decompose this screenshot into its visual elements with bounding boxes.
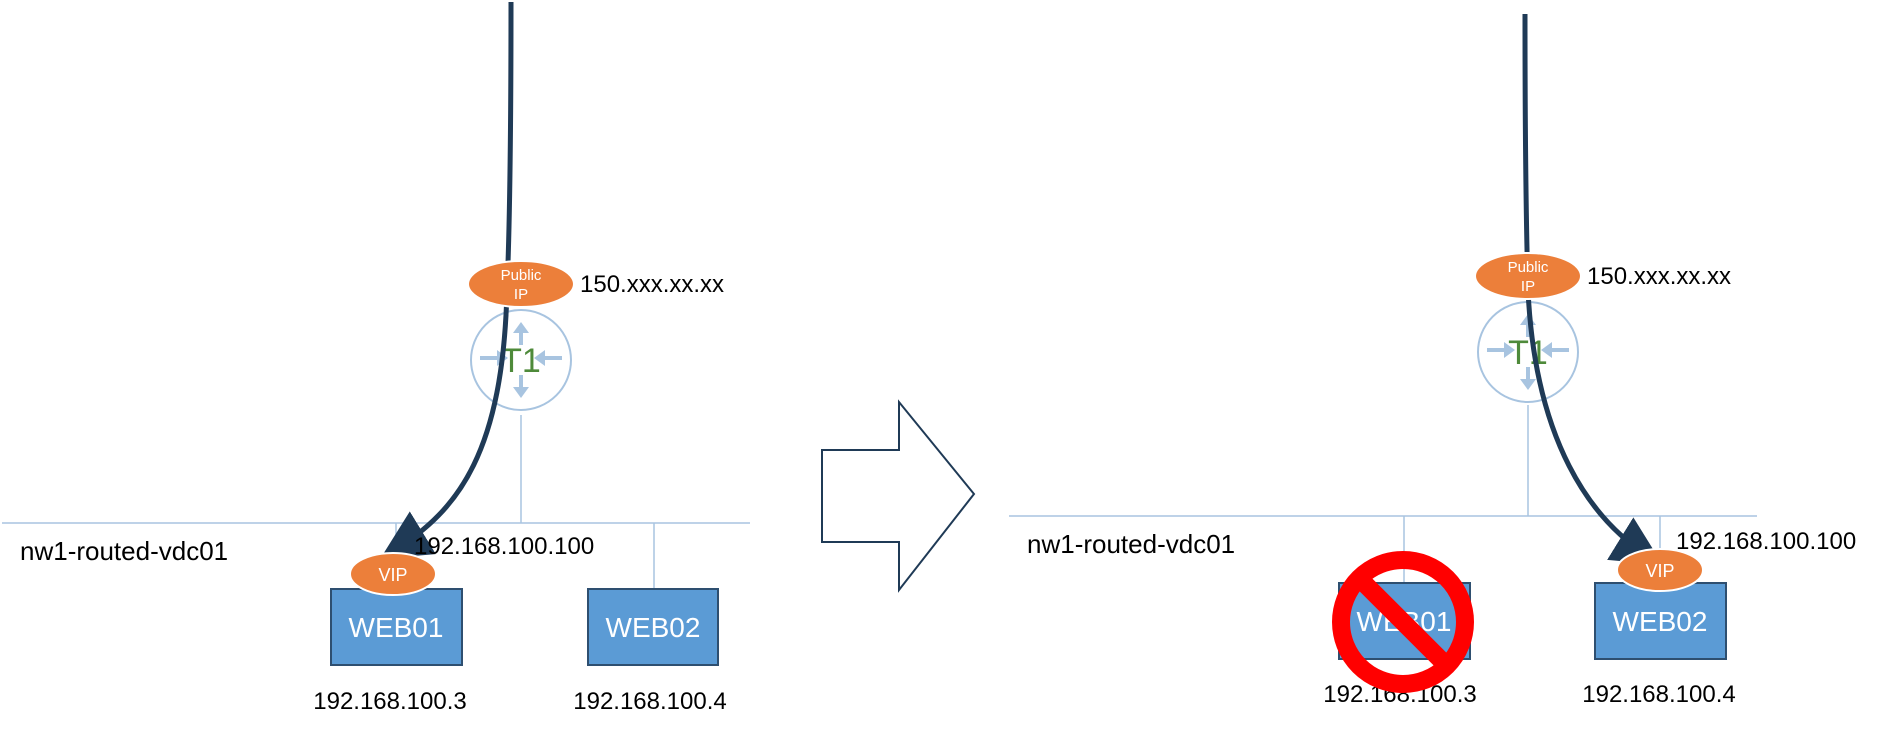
- public-ip-label-line1: Public: [1508, 259, 1549, 276]
- network-name-left: nw1-routed-vdc01: [20, 536, 228, 566]
- server-box: [1594, 582, 1727, 660]
- server-box: [587, 588, 719, 666]
- vip-label: VIP: [378, 565, 407, 585]
- vip-label: VIP: [1645, 561, 1674, 581]
- server-ip-web01-left: 192.168.100.3: [313, 688, 466, 715]
- router-label-right: T1: [1508, 334, 1548, 372]
- public-ip-label-line2: IP: [514, 286, 528, 303]
- public-ip-label-line1: Public: [501, 267, 542, 284]
- vip-address-right: 192.168.100.100: [1676, 528, 1856, 555]
- vip-address-left: 192.168.100.100: [414, 533, 594, 560]
- left-panel: nw1-routed-vdc01 T1 Public IP 150.xxx.xx…: [2, 1, 750, 715]
- public-ip-label-line2: IP: [1521, 278, 1535, 295]
- vip-node-left: VIP: [349, 552, 437, 596]
- network-name-right: nw1-routed-vdc01: [1027, 529, 1235, 559]
- server-web02-right: WEB02: [1594, 582, 1727, 660]
- prohibited-icon: [1332, 551, 1474, 693]
- server-web02-left: WEB02: [587, 588, 719, 666]
- public-ip-ellipse: [467, 260, 575, 308]
- public-ip-address-right: 150.xxx.xx.xx: [1587, 263, 1731, 290]
- server-ip-web02-right: 192.168.100.4: [1582, 681, 1735, 708]
- server-web01-left: WEB01: [330, 588, 463, 666]
- public-ip-address-left: 150.xxx.xx.xx: [580, 271, 724, 298]
- public-ip-node-left: Public IP: [467, 260, 575, 308]
- server-ip-web02-left: 192.168.100.4: [573, 688, 726, 715]
- public-ip-ellipse: [1474, 252, 1582, 300]
- vip-node-right: VIP: [1616, 548, 1704, 592]
- public-ip-node-right: Public IP: [1474, 252, 1582, 300]
- server-name: WEB02: [1613, 606, 1708, 637]
- vip-ellipse: [349, 552, 437, 596]
- router-t1-right: T1: [1477, 301, 1579, 403]
- server-name: WEB01: [349, 612, 444, 643]
- right-panel: nw1-routed-vdc01 T1 Public IP 150.xxx.xx…: [1009, 13, 1856, 708]
- router-t1-left: T1: [470, 309, 572, 411]
- server-box: [330, 588, 463, 666]
- transition-arrow-icon: [821, 399, 976, 593]
- router-label-left: T1: [501, 342, 541, 380]
- vip-ellipse: [1616, 548, 1704, 592]
- server-name: WEB02: [606, 612, 701, 643]
